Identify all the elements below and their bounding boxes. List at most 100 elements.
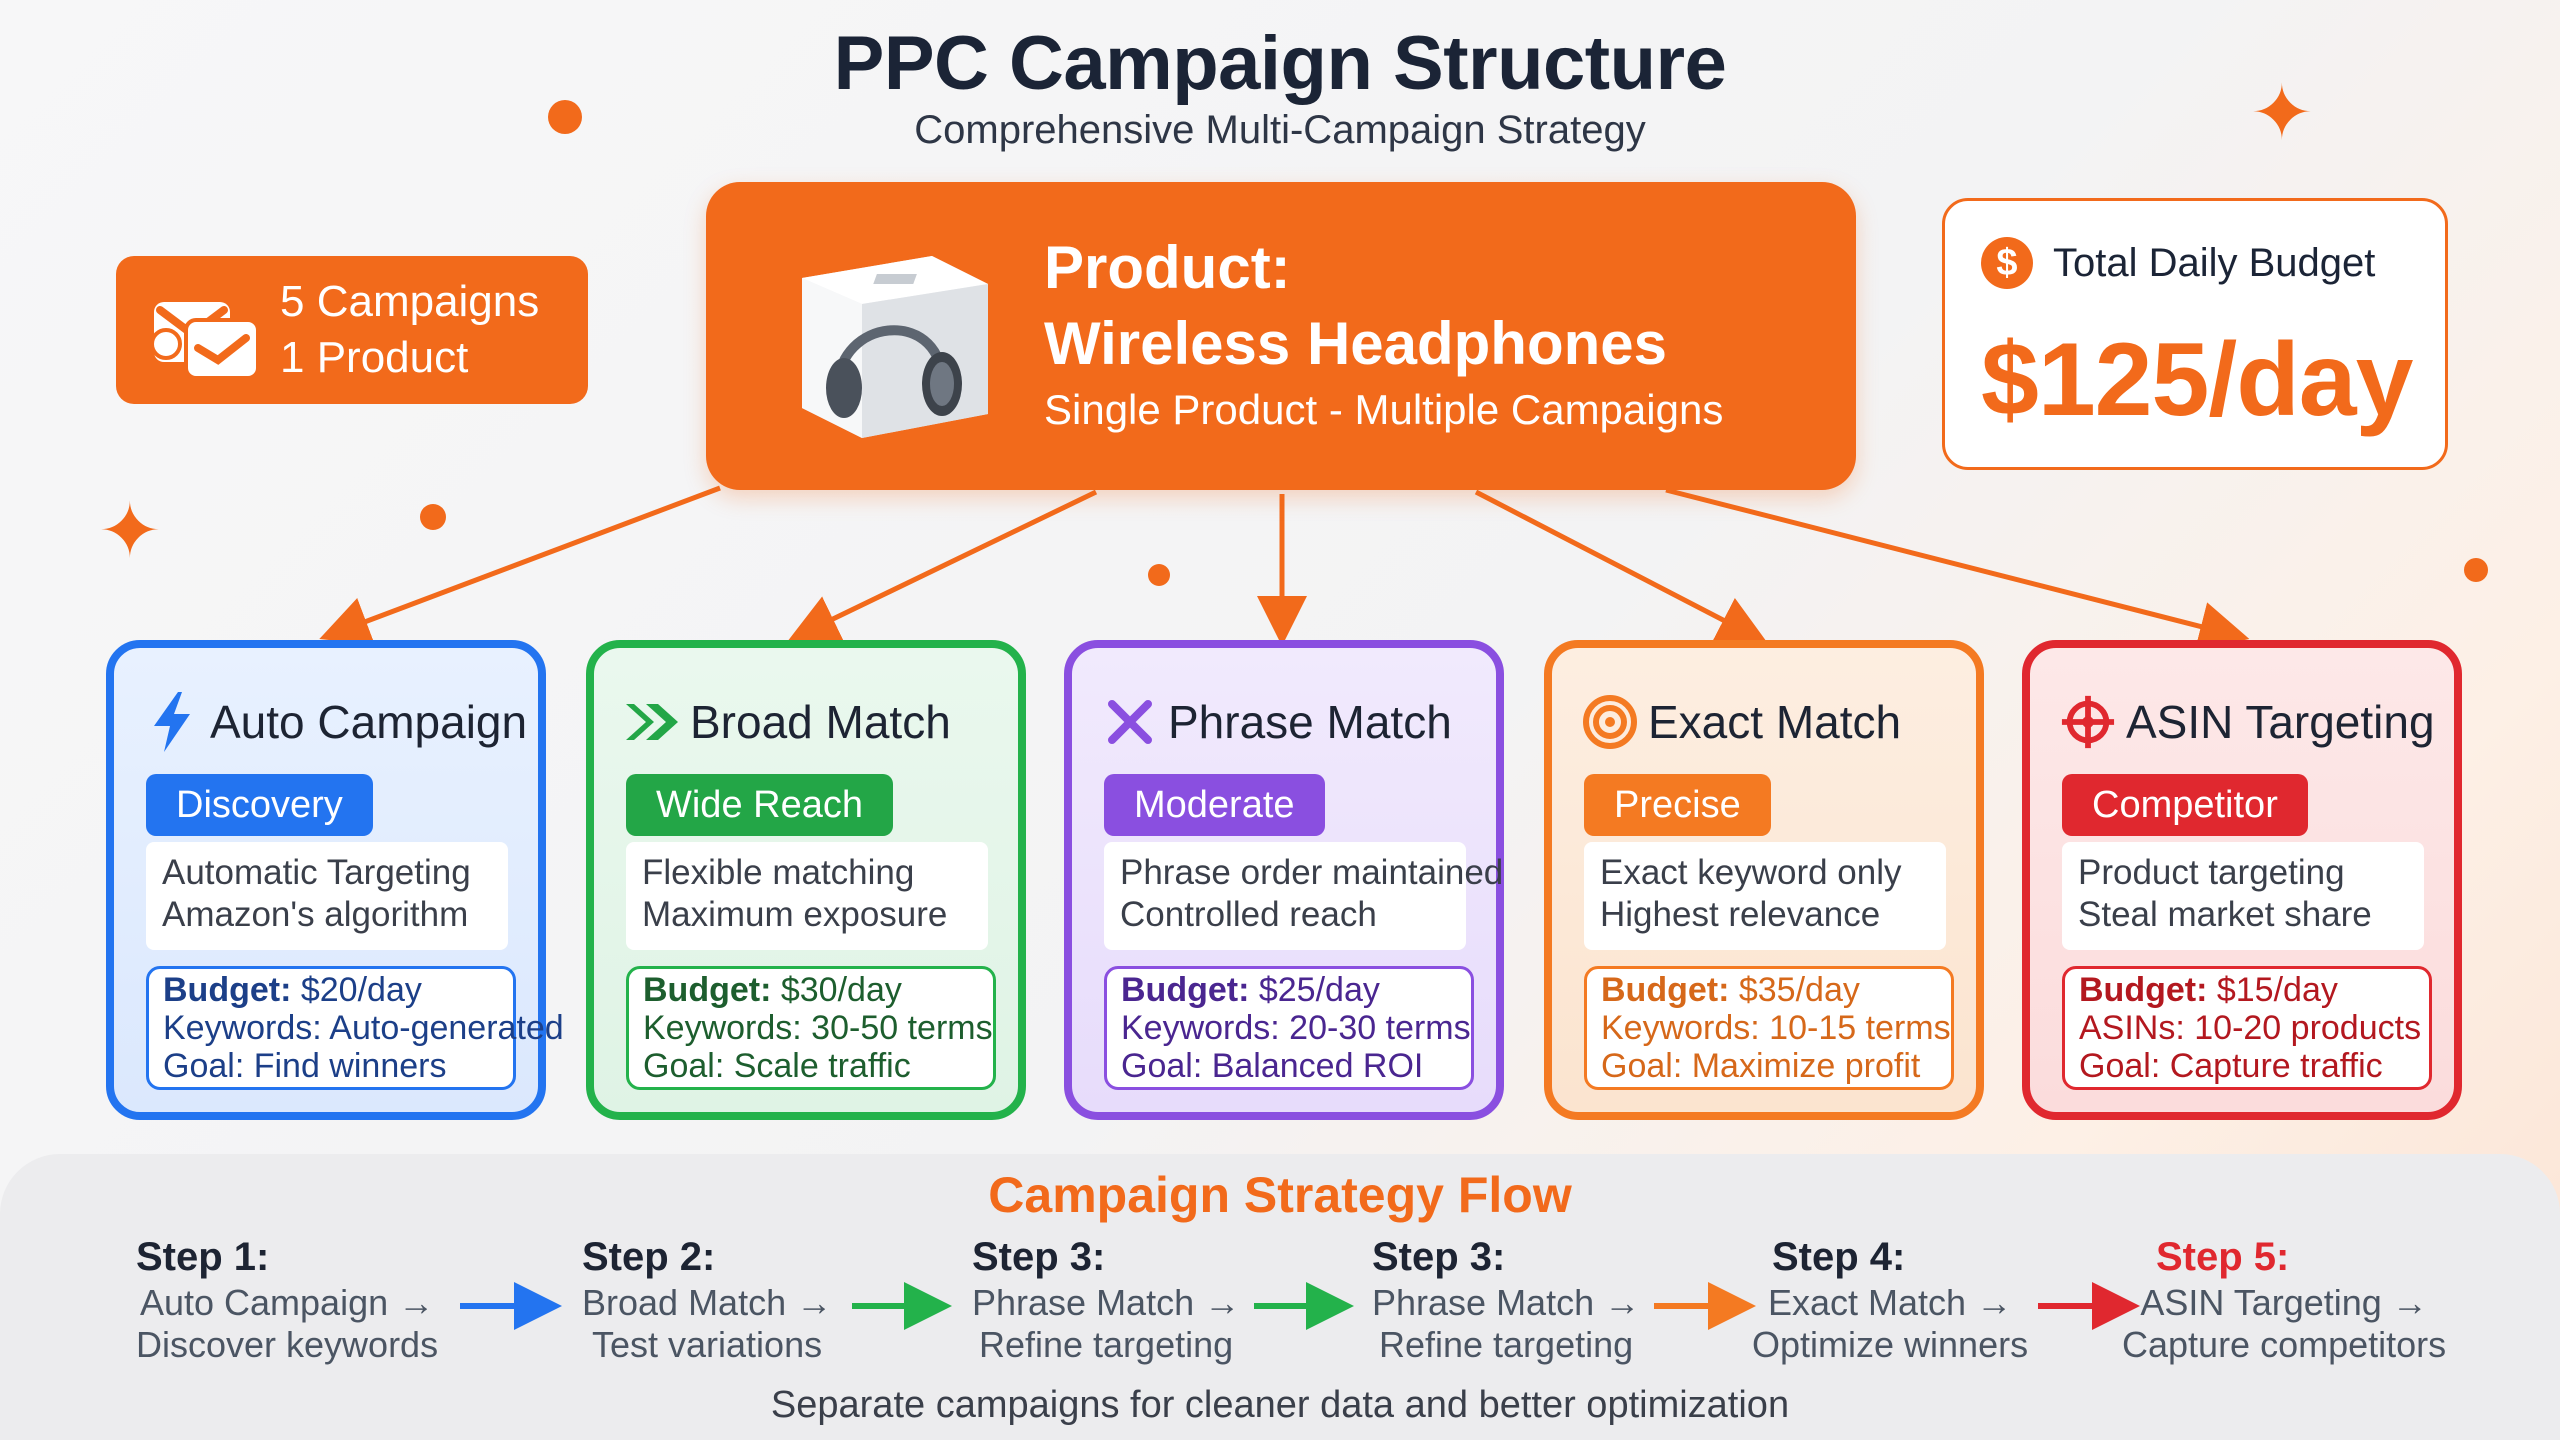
campaign-tag: Moderate (1104, 774, 1325, 836)
product-card: Product: Wireless Headphones Single Prod… (706, 182, 1856, 490)
step-line: Phrase Match → (972, 1282, 1241, 1323)
campaign-tag: Discovery (146, 774, 373, 836)
step-line: Test variations (592, 1324, 823, 1365)
campaign-card-phrase: Phrase Match Moderate Phrase order maint… (1064, 640, 1504, 1120)
campaign-title: Phrase Match (1168, 696, 1452, 748)
step-label: Step 3: (1372, 1235, 1506, 1279)
sparkle-icon: ✦ (2250, 71, 2314, 156)
campaign-card-exact: Exact Match Precise Exact keyword only H… (1544, 640, 1984, 1120)
step-line: Broad Match → (582, 1282, 833, 1323)
stat-keywords: Keywords: 20-30 terms (1121, 1009, 1471, 1047)
campaign-tag: Wide Reach (626, 774, 893, 836)
double-chevron-icon (624, 694, 680, 750)
campaign-stats: Budget: $25/day Keywords: 20-30 terms Go… (1104, 966, 1474, 1090)
step-line: ASIN Targeting → (2140, 1282, 2428, 1323)
step-line: Exact Match → (1768, 1282, 2013, 1323)
flow-step: Step 2: Broad Match → Test variations (582, 1236, 832, 1366)
stat-goal: Goal: Capture traffic (2079, 1047, 2383, 1085)
campaign-header: Phrase Match (1102, 694, 1452, 750)
flow-title: Campaign Strategy Flow (988, 1167, 1572, 1223)
decor-dot (1148, 564, 1170, 586)
flow-step: Step 4: Exact Match → Optimize winners (1752, 1236, 2028, 1366)
step-line: Auto Campaign → (139, 1282, 435, 1323)
badge-campaigns: 5 Campaigns (280, 277, 540, 326)
campaign-title: ASIN Targeting (2126, 696, 2435, 748)
desc-line: Exact keyword only (1600, 853, 1902, 892)
arrow-to-exact (1474, 489, 1768, 644)
dollar-coin-icon: $ (1981, 237, 2033, 289)
campaign-description: Product targeting Steal market share (2062, 842, 2424, 950)
campaign-description: Exact keyword only Highest relevance (1584, 842, 1946, 950)
flow-step: Step 1: Auto Campaign → Discover keyword… (136, 1236, 438, 1366)
campaign-tag: Competitor (2062, 774, 2308, 836)
campaign-header: Exact Match (1582, 694, 1901, 750)
lightning-icon (144, 692, 200, 752)
decor-dot (548, 100, 582, 134)
arrow-to-asin (1665, 487, 2250, 651)
campaign-title: Exact Match (1648, 696, 1902, 748)
stat-budget: Budget: $30/day (643, 971, 902, 1009)
campaign-card-auto: Auto Campaign Discovery Automatic Target… (106, 640, 564, 1120)
campaign-description: Flexible matching Maximum exposure (626, 842, 988, 950)
campaign-description: Automatic Targeting Amazon's algorithm (146, 842, 508, 950)
campaign-stats: Budget: $35/day Keywords: 10-15 terms Go… (1584, 966, 1954, 1090)
budget-label: Total Daily Budget (2053, 240, 2376, 285)
decor-dot (2464, 558, 2488, 582)
envelope-icon (150, 302, 260, 380)
arrow-to-broad (787, 489, 1098, 642)
campaign-tag: Precise (1584, 774, 1771, 836)
total-budget-card: $ Total Daily Budget $125/day (1942, 198, 2448, 470)
decor-dot (420, 504, 446, 530)
target-icon (1582, 694, 1638, 750)
desc-line: Phrase order maintained (1120, 853, 1504, 892)
stat-budget: Budget: $20/day (163, 971, 422, 1009)
step-line: Optimize winners (1752, 1324, 2029, 1365)
campaign-header: ASIN Targeting (2060, 694, 2435, 750)
product-subtitle: Single Product - Multiple Campaigns (1044, 386, 1724, 433)
desc-line: Product targeting (2078, 853, 2345, 892)
campaign-count-badge: 5 Campaigns 1 Product (116, 256, 588, 404)
product-label-line1: Product: (1044, 234, 1291, 301)
campaign-header: Auto Campaign (144, 692, 527, 752)
desc-line: Highest relevance (1600, 895, 1881, 934)
headphones-box-image (802, 256, 988, 438)
stat-asins: ASINs: 10-20 products (2079, 1009, 2422, 1047)
stat-goal: Goal: Balanced ROI (1121, 1047, 1424, 1085)
arrow-to-auto (319, 485, 721, 645)
campaign-description: Phrase order maintained Controlled reach (1104, 842, 1504, 950)
stat-goal: Goal: Scale traffic (643, 1047, 911, 1085)
step-label: Step 5: (2156, 1235, 2290, 1279)
campaign-card-broad: Broad Match Wide Reach Flexible matching… (586, 640, 1026, 1120)
budget-value: $125/day (1981, 322, 2413, 438)
stat-keywords: Keywords: 30-50 terms (643, 1009, 993, 1047)
campaign-stats: Budget: $15/day ASINs: 10-20 products Go… (2062, 966, 2432, 1090)
campaign-card-asin: ASIN Targeting Competitor Product target… (2022, 640, 2462, 1120)
product-name: Wireless Headphones (1044, 310, 1667, 377)
step-label: Step 4: (1772, 1235, 1906, 1279)
step-label: Step 2: (582, 1235, 716, 1279)
crosshair-icon (2060, 694, 2116, 750)
step-line: Phrase Match → (1372, 1282, 1641, 1323)
stat-goal: Goal: Maximize profit (1601, 1047, 1921, 1085)
flow-step: Step 3: Phrase Match → Refine targeting (972, 1236, 1240, 1366)
flow-step: Step 5: ASIN Targeting → Capture competi… (2122, 1236, 2446, 1366)
stat-budget: Budget: $15/day (2079, 971, 2338, 1009)
desc-line: Automatic Targeting (162, 853, 471, 892)
flow-note: Separate campaigns for cleaner data and … (770, 1384, 1790, 1426)
step-line: Refine targeting (978, 1324, 1234, 1365)
campaign-header: Broad Match (624, 694, 951, 750)
campaign-stats: Budget: $30/day Keywords: 30-50 terms Go… (626, 966, 996, 1090)
flow-step: Step 3: Phrase Match → Refine targeting (1372, 1236, 1640, 1366)
stat-keywords: Keywords: Auto-generated (163, 1009, 564, 1047)
badge-products: 1 Product (280, 333, 469, 382)
page-subtitle: Comprehensive Multi-Campaign Strategy (914, 108, 1646, 152)
step-label: Step 3: (972, 1235, 1106, 1279)
desc-line: Flexible matching (642, 853, 915, 892)
campaign-stats: Budget: $20/day Keywords: Auto-generated… (146, 966, 564, 1090)
stat-goal: Goal: Find winners (163, 1047, 447, 1085)
campaign-title: Broad Match (690, 696, 951, 748)
page-title: PPC Campaign Structure (833, 21, 1727, 106)
stat-keywords: Keywords: 10-15 terms (1601, 1009, 1951, 1047)
step-label: Step 1: (136, 1235, 270, 1279)
desc-line: Amazon's algorithm (162, 895, 469, 934)
